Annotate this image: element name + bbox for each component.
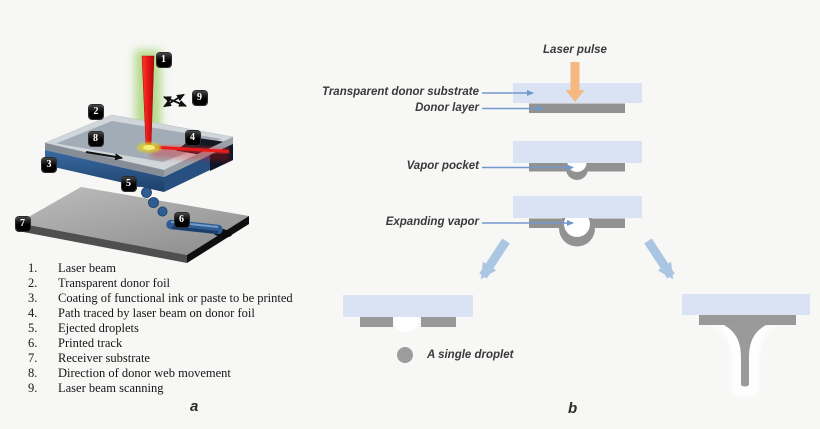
transparent-donor-substrate-label: Transparent donor substrate xyxy=(322,86,479,98)
single-droplet-label: A single droplet xyxy=(427,349,514,361)
legend-label: Receiver substrate xyxy=(58,351,150,365)
outcome-jetting xyxy=(682,294,810,397)
badge-beam-scanning: 9 xyxy=(192,90,207,105)
legend-number: 1. xyxy=(28,261,38,275)
legend-item: 4. Path traced by laser beam on donor foi… xyxy=(28,306,348,321)
legend-number: 7. xyxy=(28,351,38,365)
stage-laser-pulse xyxy=(513,62,642,113)
badge-donor-foil: 2 xyxy=(89,104,103,119)
legend-number: 4. xyxy=(28,306,38,320)
legend-number: 6. xyxy=(28,336,38,350)
legend-number: 3. xyxy=(28,291,38,305)
badge-receiver: 7 xyxy=(15,216,30,231)
laser-traced-path xyxy=(150,143,230,161)
legend-item: 1. Laser beam xyxy=(28,261,348,276)
laser-pulse-arrow xyxy=(565,62,585,102)
panel-a-label: a xyxy=(190,398,199,415)
arrow-to-droplet-outcome xyxy=(479,238,510,280)
legend-label: Coating of functional ink or paste to be… xyxy=(58,291,293,305)
stage-expanding-vapor xyxy=(513,196,642,247)
legend-item: 6. Printed track xyxy=(28,336,348,351)
legend-item: 5. Ejected droplets xyxy=(28,321,348,336)
badge-printed-track: 6 xyxy=(174,212,189,227)
legend-list: 1. Laser beam 2. Transparent donor foil 3.… xyxy=(28,261,348,396)
panel-a-diagram xyxy=(18,50,249,263)
arrow-to-jet-outcome xyxy=(644,238,675,280)
legend-number: 9. xyxy=(28,381,38,395)
vapor-pocket-label: Vapor pocket xyxy=(406,160,479,172)
laser-pulse-label: Laser pulse xyxy=(543,44,607,56)
legend-number: 8. xyxy=(28,366,38,380)
single-droplet xyxy=(397,347,413,363)
badge-ink-coating: 3 xyxy=(42,157,56,172)
web-movement-arrow xyxy=(85,151,123,161)
legend-item: 8. Direction of donor web movement xyxy=(28,366,348,381)
laser-scanning-arrows xyxy=(163,93,187,108)
outcome-arrows xyxy=(479,238,675,280)
badge-traced-path: 4 xyxy=(185,130,200,145)
donor-layer-rect xyxy=(529,103,625,113)
legend-item: 9. Laser beam scanning xyxy=(28,381,348,396)
legend-label: Ejected droplets xyxy=(58,321,139,335)
legend-number: 2. xyxy=(28,276,38,290)
legend-label: Printed track xyxy=(58,336,123,350)
jet-filament xyxy=(724,325,766,387)
expanding-vapor-label: Expanding vapor xyxy=(385,216,479,228)
legend-item: 2. Transparent donor foil xyxy=(28,276,348,291)
legend-label: Direction of donor web movement xyxy=(58,366,231,380)
outcome-droplet-release xyxy=(343,295,473,363)
badge-web-movement: 8 xyxy=(88,131,103,146)
stage-vapor-pocket xyxy=(513,141,642,180)
donor-layer-label: Donor layer xyxy=(415,101,479,114)
laser-beam xyxy=(137,55,161,153)
panel-b-diagram xyxy=(343,62,810,397)
annotation-arrows xyxy=(482,90,574,226)
legend-label: Path traced by laser beam on donor foil xyxy=(58,306,255,320)
panel-b-label: b xyxy=(568,400,578,417)
legend-item: 3. Coating of functional ink or paste to … xyxy=(28,291,348,306)
legend-item: 7. Receiver substrate xyxy=(28,351,348,366)
legend-number: 5. xyxy=(28,321,38,335)
receiver-substrate xyxy=(18,187,249,263)
legend-label: Transparent donor foil xyxy=(58,276,171,290)
badge-laser-beam: 1 xyxy=(156,52,171,67)
legend-label: Laser beam xyxy=(58,261,116,275)
badge-ejected-droplets: 5 xyxy=(121,176,136,191)
legend-label: Laser beam scanning xyxy=(58,381,164,395)
